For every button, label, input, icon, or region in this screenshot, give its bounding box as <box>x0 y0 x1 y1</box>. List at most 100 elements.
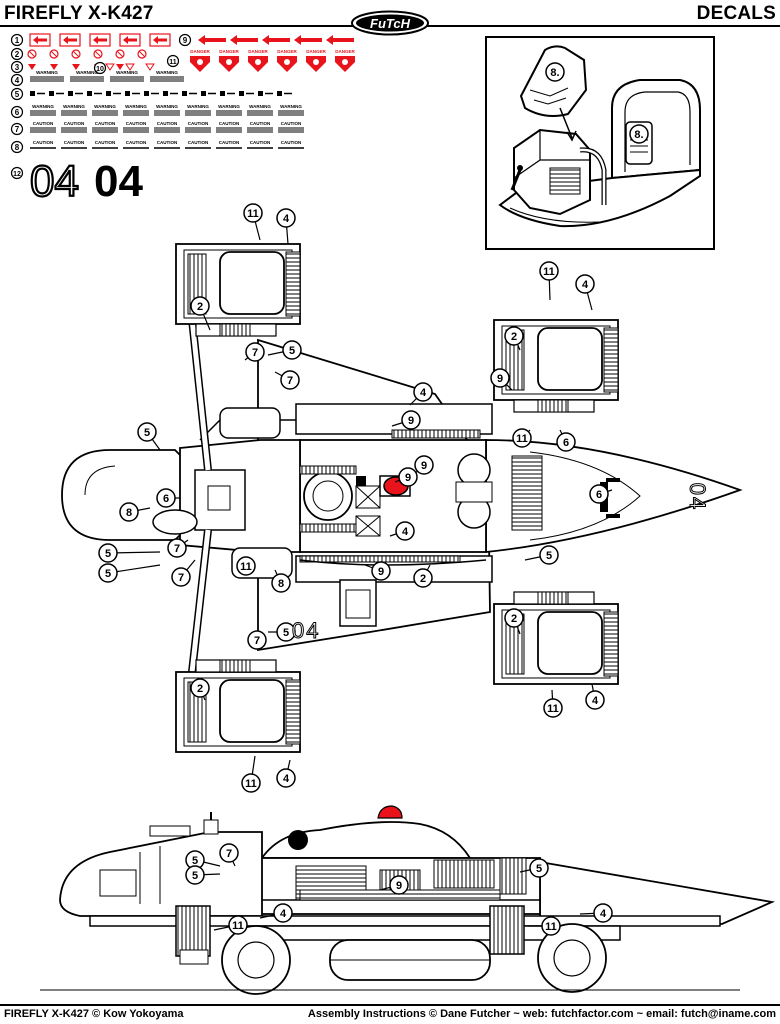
cockpit-inset <box>485 36 715 250</box>
svg-text:7: 7 <box>15 125 20 134</box>
decal-text-label: CAUTION <box>278 121 304 133</box>
svg-text:9: 9 <box>396 880 402 892</box>
callout-bubble: 7 <box>167 538 189 558</box>
decal-text-label: CAUTION <box>154 140 180 149</box>
svg-text:8: 8 <box>278 578 284 590</box>
svg-text:2: 2 <box>420 573 426 585</box>
decal-text-label: CAUTION <box>123 121 149 133</box>
svg-text:CAUTION: CAUTION <box>157 121 178 126</box>
callout-bubble: 2 <box>190 296 211 331</box>
futch-logo: FuTcH <box>350 10 430 36</box>
decal-text-label: CAUTION <box>92 121 118 133</box>
callout-bubble: 2 <box>413 564 433 588</box>
svg-text:WARNING: WARNING <box>156 104 178 109</box>
callout-bubble: 6 <box>556 429 576 452</box>
svg-text:CAUTION: CAUTION <box>33 121 54 126</box>
decal-red-triangle <box>145 63 155 71</box>
callout-bubble: 6 <box>156 488 180 508</box>
decal-danger-shield: DANGER <box>306 49 326 72</box>
landing-pod <box>175 659 301 753</box>
decal-text-label: CAUTION <box>216 121 242 133</box>
decal-row-number: 5 <box>10 87 24 101</box>
callout-bubble: 2 <box>504 608 524 635</box>
svg-text:11: 11 <box>547 703 559 715</box>
decal-row-number: 12 <box>10 166 24 180</box>
decal-row-number: 3 <box>10 60 24 74</box>
svg-text:WARNING: WARNING <box>218 104 240 109</box>
callout-bubble: 5 <box>98 563 161 583</box>
svg-text:CAUTION: CAUTION <box>95 121 116 126</box>
decal-text-label: CAUTION <box>185 121 211 133</box>
decal-row-number: 10 <box>93 61 107 75</box>
svg-text:CAUTION: CAUTION <box>64 140 85 145</box>
svg-text:CAUTION: CAUTION <box>281 121 302 126</box>
svg-text:5: 5 <box>289 345 295 357</box>
svg-text:2: 2 <box>511 613 517 625</box>
decal-red-triangle <box>116 64 124 70</box>
decal-red-arrow <box>326 35 354 45</box>
decal-red-arrow <box>59 33 81 47</box>
copyright-text: FIREFLY X-K427 © Kow Yokoyama <box>4 1008 184 1020</box>
decal-text-label: WARNING <box>247 104 273 116</box>
svg-text:6: 6 <box>163 493 169 505</box>
decal-text-label: WARNING <box>154 104 180 116</box>
callout-bubble: 11 <box>213 915 248 935</box>
callout-bubble: 11 <box>512 428 532 448</box>
svg-text:9: 9 <box>421 460 427 472</box>
decal-red-arrow <box>149 33 171 47</box>
decal-red-triangle <box>125 63 135 71</box>
decal-red-arrow <box>294 35 322 45</box>
decal-small-marking <box>258 91 273 96</box>
callout-bubble: 8. <box>629 124 649 144</box>
decal-text-label: WARNING <box>61 104 87 116</box>
decal-red-symbol <box>71 49 81 59</box>
decal-danger-shield: DANGER <box>190 49 210 72</box>
decal-small-marking <box>125 91 140 96</box>
page-title: FIREFLY X-K427 <box>4 3 154 24</box>
decal-red-arrow <box>230 35 258 45</box>
callout-bubble: 2 <box>190 678 210 701</box>
callout-bubble: 8. <box>545 62 565 82</box>
svg-text:4: 4 <box>283 773 290 785</box>
callout-bubble: 5 <box>524 545 559 565</box>
decal-text-label: CAUTION <box>216 140 242 149</box>
callout-bubble: 11 <box>528 916 561 936</box>
svg-text:2: 2 <box>197 301 203 313</box>
svg-text:CAUTION: CAUTION <box>64 121 85 126</box>
decal-text-label: WARNING <box>70 70 104 82</box>
svg-text:6: 6 <box>15 108 20 117</box>
landing-pod <box>175 243 301 337</box>
svg-text:CAUTION: CAUTION <box>250 140 271 145</box>
svg-text:CAUTION: CAUTION <box>157 140 178 145</box>
svg-text:10: 10 <box>96 66 104 73</box>
decal-small-marking <box>49 91 64 96</box>
svg-text:CAUTION: CAUTION <box>219 121 240 126</box>
svg-text:WARNING: WARNING <box>36 70 58 75</box>
svg-text:4: 4 <box>420 387 427 399</box>
decal-red-symbol <box>27 49 37 59</box>
svg-text:DANGER: DANGER <box>335 49 355 54</box>
svg-text:CAUTION: CAUTION <box>33 140 54 145</box>
svg-text:7: 7 <box>252 347 258 359</box>
callout-bubble: 4 <box>276 208 296 245</box>
landing-pod <box>493 591 619 685</box>
credits-text: Assembly Instructions © Dane Futcher ~ w… <box>307 1008 776 1020</box>
svg-text:12: 12 <box>13 171 21 178</box>
callout-bubble: 9 <box>394 467 418 487</box>
callout-bubble: 4 <box>575 274 595 311</box>
decal-danger-shield: DANGER <box>248 49 268 72</box>
callout-bubble: 5 <box>98 543 161 563</box>
svg-text:DANGER: DANGER <box>306 49 326 54</box>
decal-red-triangle <box>72 64 80 70</box>
decal-row-number: 11 <box>166 54 180 68</box>
callout-bubble: 2 <box>504 326 524 351</box>
decal-red-symbol <box>49 49 59 59</box>
svg-text:8: 8 <box>15 143 20 152</box>
decal-text-label: WARNING <box>216 104 242 116</box>
decal-small-marking <box>182 91 197 96</box>
decal-row-number: 6 <box>10 105 24 119</box>
callout-bubble: 8 <box>119 502 151 522</box>
svg-text:8.: 8. <box>550 67 559 79</box>
